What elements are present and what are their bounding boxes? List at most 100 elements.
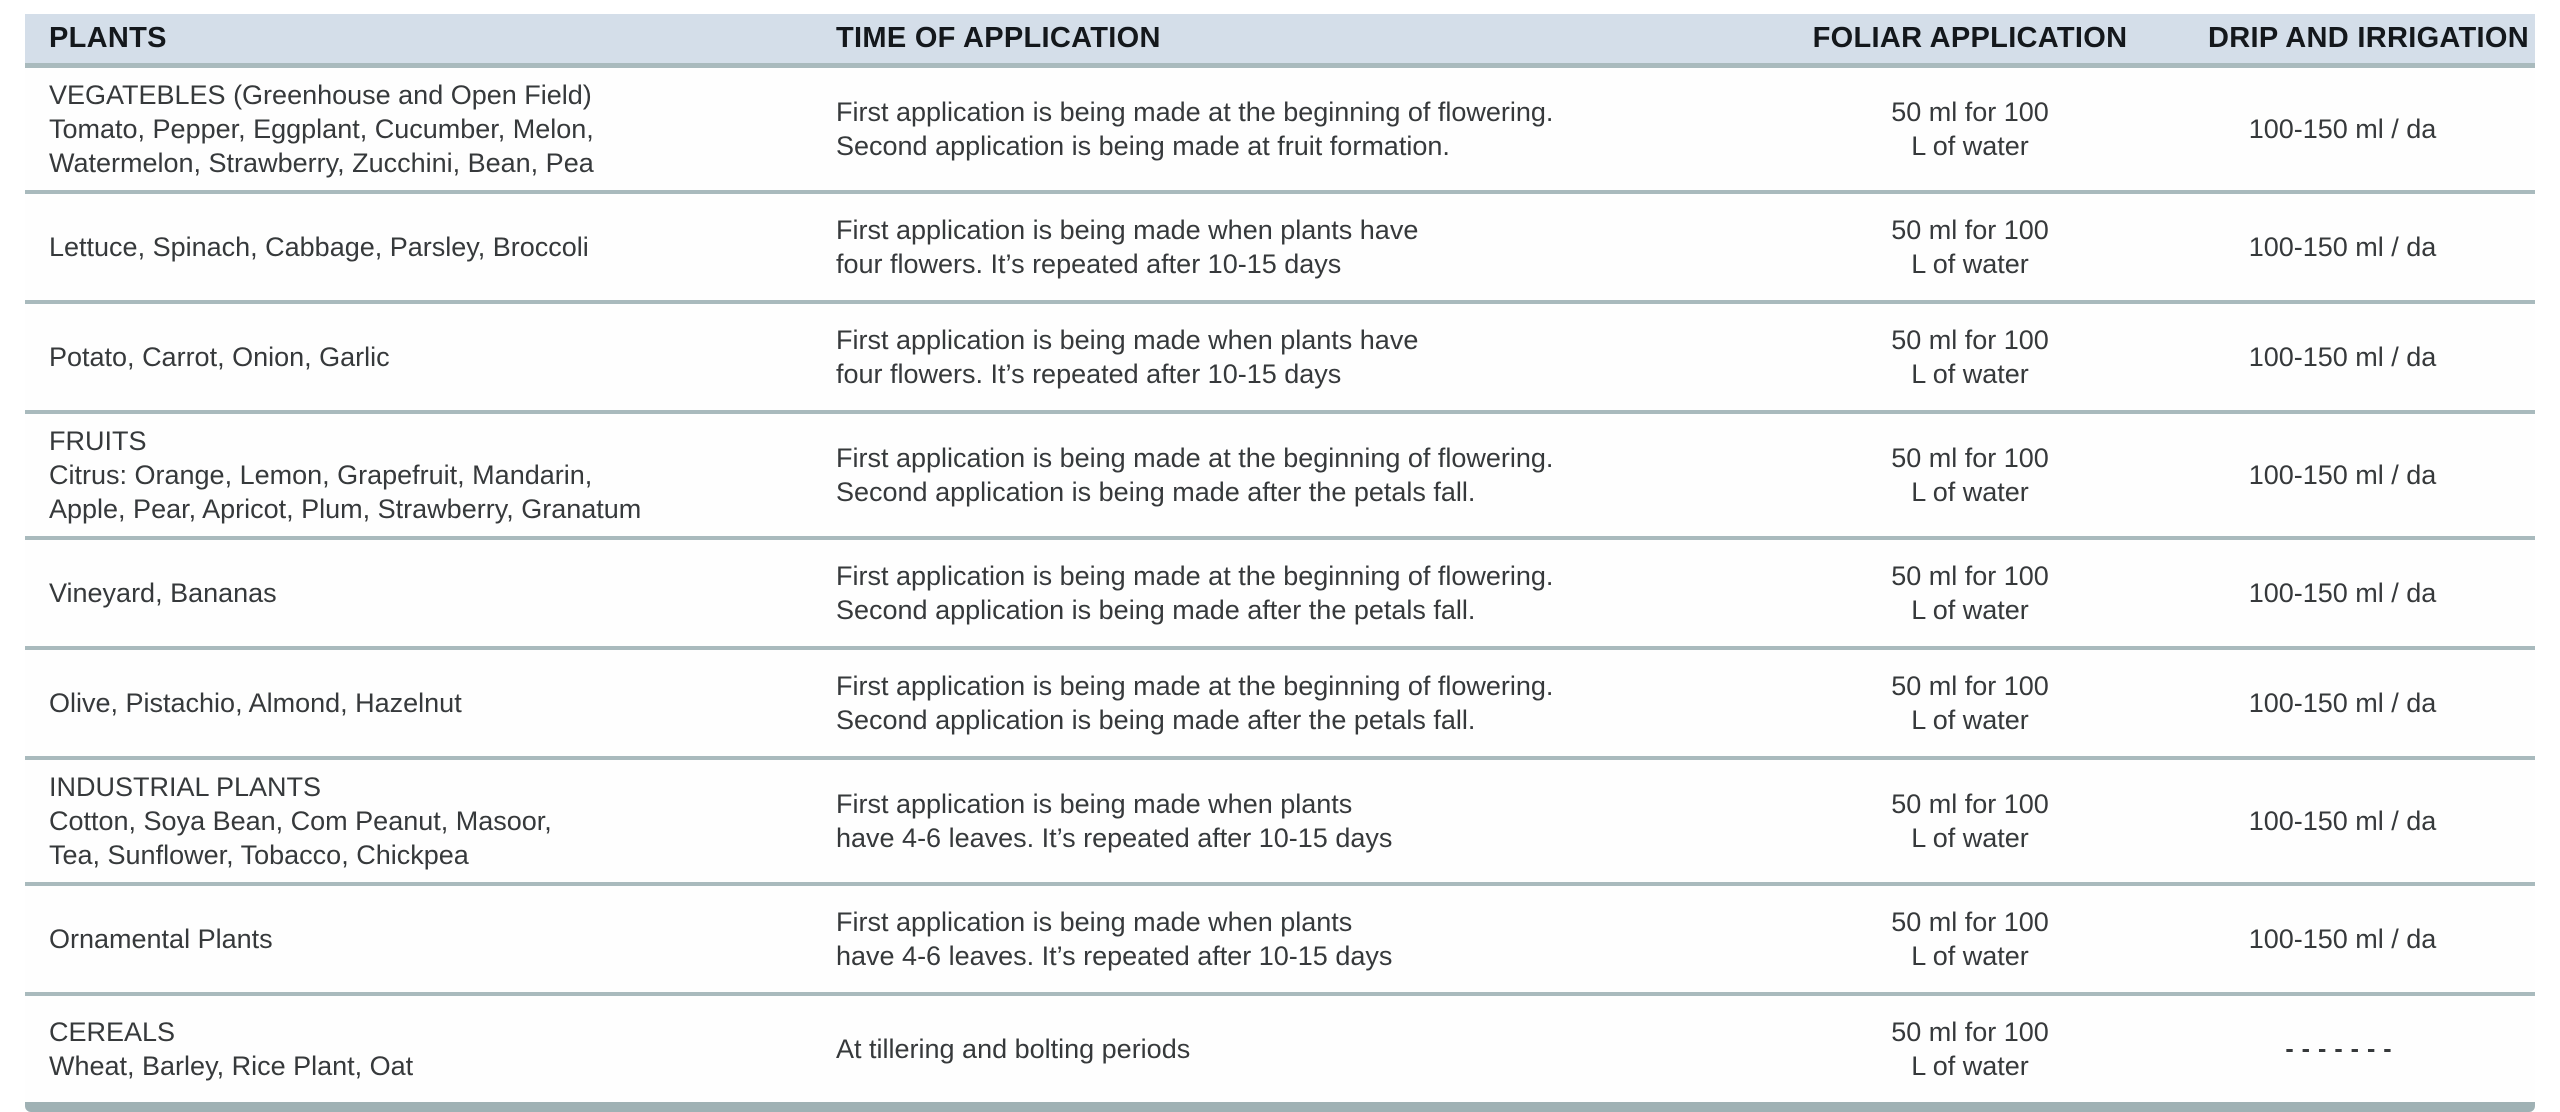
cell-text: First application is being made when pla… xyxy=(836,215,1419,245)
cell-text: 50 ml for 100 xyxy=(1891,1017,2049,1047)
cell-text: VEGATEBLES (Greenhouse and Open Field) xyxy=(49,80,592,110)
cell-text: 100-150 ml / da xyxy=(2248,924,2437,954)
cell-text: 100-150 ml / da xyxy=(2248,342,2437,372)
cell-text: 50 ml for 100 xyxy=(1891,97,2049,127)
cell-foliar-application: 50 ml for 100 L of water xyxy=(1790,1015,2150,1083)
cell-plants: INDUSTRIAL PLANTS Cotton, Soya Bean, Com … xyxy=(25,770,830,872)
cell-text: have 4-6 leaves. It’s repeated after 10-… xyxy=(836,941,1393,971)
cell-text: Vineyard, Bananas xyxy=(49,578,277,608)
cell-drip-and-irrigation: 100-150 ml / da xyxy=(2150,112,2535,146)
cell-text: 50 ml for 100 xyxy=(1891,789,2049,819)
cell-text: Second application is being made after t… xyxy=(836,477,1476,507)
header-foliar: FOLIAR APPLICATION xyxy=(1812,22,2128,54)
table-header: PLANTS TIME OF APPLICATION FOLIAR APPLIC… xyxy=(25,14,2535,68)
cell-text: 100-150 ml / da xyxy=(2248,578,2437,608)
cell-text: Second application is being made at frui… xyxy=(836,131,1450,161)
cell-time-of-application: At tillering and bolting periods xyxy=(830,1032,1790,1066)
cell-text: 100-150 ml / da xyxy=(2248,232,2437,262)
cell-text: 100-150 ml / da xyxy=(2248,688,2437,718)
cell-text: Tomato, Pepper, Eggplant, Cucumber, Melo… xyxy=(49,114,594,144)
cell-time-of-application: First application is being made when pla… xyxy=(830,787,1790,855)
cell-text: CEREALS xyxy=(49,1017,176,1047)
cell-foliar-application: 50 ml for 100 L of water xyxy=(1790,441,2150,509)
header-plants: PLANTS xyxy=(49,22,167,54)
table-row: FRUITS Citrus: Orange, Lemon, Grapefruit,… xyxy=(25,414,2535,540)
cell-text: L of water xyxy=(1911,823,2029,853)
cell-text: First application is being made when pla… xyxy=(836,907,1353,937)
cell-text: L of water xyxy=(1911,249,2029,279)
table-row: INDUSTRIAL PLANTS Cotton, Soya Bean, Com … xyxy=(25,760,2535,886)
cell-plants: VEGATEBLES (Greenhouse and Open Field) To… xyxy=(25,78,830,180)
cell-drip-and-irrigation: 100-150 ml / da xyxy=(2150,230,2535,264)
header-time: TIME OF APPLICATION xyxy=(836,22,1161,54)
cell-time-of-application: First application is being made at the b… xyxy=(830,95,1790,163)
cell-foliar-application: 50 ml for 100 L of water xyxy=(1790,669,2150,737)
cell-text: 100-150 ml / da xyxy=(2248,806,2437,836)
cell-text: Wheat, Barley, Rice Plant, Oat xyxy=(49,1051,414,1081)
cell-text: 50 ml for 100 xyxy=(1891,561,2049,591)
cell-time-of-application: First application is being made at the b… xyxy=(830,669,1790,737)
cell-text: Second application is being made after t… xyxy=(836,705,1476,735)
cell-text: L of water xyxy=(1911,477,2029,507)
header-drip: DRIP AND IRRIGATION xyxy=(2208,22,2529,54)
cell-text: 50 ml for 100 xyxy=(1891,907,2049,937)
cell-plants: CEREALS Wheat, Barley, Rice Plant, Oat xyxy=(25,1015,830,1083)
cell-foliar-application: 50 ml for 100 L of water xyxy=(1790,787,2150,855)
table-row: Lettuce, Spinach, Cabbage, Parsley, Broc… xyxy=(25,194,2535,304)
cell-time-of-application: First application is being made at the b… xyxy=(830,559,1790,627)
cell-text: Lettuce, Spinach, Cabbage, Parsley, Broc… xyxy=(49,232,589,262)
cell-text: First application is being made at the b… xyxy=(836,443,1554,473)
cell-plants: Potato, Carrot, Onion, Garlic xyxy=(25,340,830,374)
cell-text: Potato, Carrot, Onion, Garlic xyxy=(49,342,390,372)
cell-text: 50 ml for 100 xyxy=(1891,325,2049,355)
cell-text: L of water xyxy=(1911,595,2029,625)
cell-text: 100-150 ml / da xyxy=(2248,460,2437,490)
table-row: VEGATEBLES (Greenhouse and Open Field) To… xyxy=(25,68,2535,194)
cell-time-of-application: First application is being made when pla… xyxy=(830,213,1790,281)
cell-text: FRUITS xyxy=(49,426,147,456)
cell-time-of-application: First application is being made when pla… xyxy=(830,905,1790,973)
cell-text: First application is being made at the b… xyxy=(836,561,1554,591)
cell-text: First application is being made at the b… xyxy=(836,97,1554,127)
cell-plants: Vineyard, Bananas xyxy=(25,576,830,610)
table-row: Vineyard, Bananas First application is be… xyxy=(25,540,2535,650)
cell-text: 50 ml for 100 xyxy=(1891,671,2049,701)
cell-drip-and-irrigation: ------- xyxy=(2150,1032,2535,1066)
cell-text: L of water xyxy=(1911,359,2029,389)
cell-plants: Olive, Pistachio, Almond, Hazelnut xyxy=(25,686,830,720)
cell-drip-and-irrigation: 100-150 ml / da xyxy=(2150,576,2535,610)
cell-text: First application is being made when pla… xyxy=(836,789,1353,819)
cell-foliar-application: 50 ml for 100 L of water xyxy=(1790,213,2150,281)
cell-text: Citrus: Orange, Lemon, Grapefruit, Manda… xyxy=(49,460,593,490)
cell-text: L of water xyxy=(1911,705,2029,735)
cell-time-of-application: First application is being made at the b… xyxy=(830,441,1790,509)
cell-plants: FRUITS Citrus: Orange, Lemon, Grapefruit,… xyxy=(25,424,830,526)
cell-text: 50 ml for 100 xyxy=(1891,443,2049,473)
cell-text: At tillering and bolting periods xyxy=(836,1034,1191,1064)
cell-text: L of water xyxy=(1911,941,2029,971)
cell-text: Second application is being made after t… xyxy=(836,595,1476,625)
table-body: VEGATEBLES (Greenhouse and Open Field) To… xyxy=(25,68,2535,1112)
cell-plants: Lettuce, Spinach, Cabbage, Parsley, Broc… xyxy=(25,230,830,264)
cell-drip-and-irrigation: 100-150 ml / da xyxy=(2150,458,2535,492)
cell-text: INDUSTRIAL PLANTS xyxy=(49,772,322,802)
cell-text: ------- xyxy=(2285,1035,2400,1063)
cell-text: 50 ml for 100 xyxy=(1891,215,2049,245)
application-table: PLANTS TIME OF APPLICATION FOLIAR APPLIC… xyxy=(25,14,2535,1112)
cell-text: L of water xyxy=(1911,1051,2029,1081)
cell-text: Olive, Pistachio, Almond, Hazelnut xyxy=(49,688,462,718)
cell-text: 100-150 ml / da xyxy=(2248,114,2437,144)
cell-drip-and-irrigation: 100-150 ml / da xyxy=(2150,340,2535,374)
cell-text: four flowers. It’s repeated after 10-15 … xyxy=(836,249,1342,279)
cell-text: Cotton, Soya Bean, Com Peanut, Masoor, xyxy=(49,806,552,836)
table-row: CEREALS Wheat, Barley, Rice Plant, Oat At … xyxy=(25,996,2535,1112)
cell-text: First application is being made when pla… xyxy=(836,325,1419,355)
table-row: Potato, Carrot, Onion, Garlic First appli… xyxy=(25,304,2535,414)
cell-drip-and-irrigation: 100-150 ml / da xyxy=(2150,922,2535,956)
cell-text: four flowers. It’s repeated after 10-15 … xyxy=(836,359,1342,389)
cell-drip-and-irrigation: 100-150 ml / da xyxy=(2150,686,2535,720)
cell-foliar-application: 50 ml for 100 L of water xyxy=(1790,323,2150,391)
cell-text: have 4-6 leaves. It’s repeated after 10-… xyxy=(836,823,1393,853)
cell-plants: Ornamental Plants xyxy=(25,922,830,956)
